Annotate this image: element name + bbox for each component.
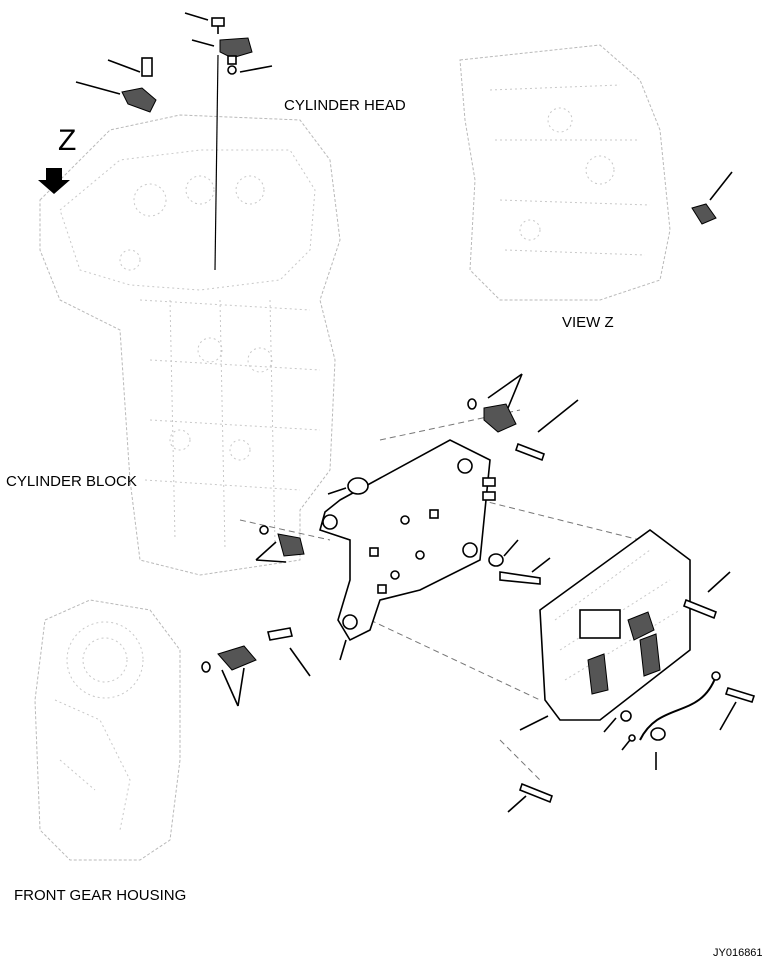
arrow-down-icon (38, 168, 70, 194)
crank-sensor-upper (255, 525, 305, 563)
engine-controller (519, 529, 691, 731)
view-z-sensor (691, 171, 733, 225)
front-gear-housing-outline (34, 599, 181, 861)
view-z-label: VIEW Z (562, 314, 614, 331)
view-z-outline (459, 44, 671, 301)
cylinder-block-label: CYLINDER BLOCK (6, 473, 137, 490)
cylinder-head-label: CYLINDER HEAD (284, 97, 406, 114)
cylinder-block-outline (39, 114, 341, 576)
bracket-bolts (482, 477, 551, 585)
top-sensor (184, 12, 273, 75)
view-letter: Z (58, 124, 77, 157)
ecu-fasteners (507, 571, 756, 813)
sensor-wire (214, 54, 219, 271)
mounting-bracket (319, 439, 491, 661)
front-gear-housing-label: FRONT GEAR HOUSING (14, 887, 187, 904)
head-bracket-sensor (75, 57, 157, 113)
cam-sensor (467, 373, 579, 462)
crank-sensor-lower (201, 627, 311, 707)
assembly-lines (239, 409, 641, 781)
drawing-code: JY016861 (713, 947, 763, 959)
